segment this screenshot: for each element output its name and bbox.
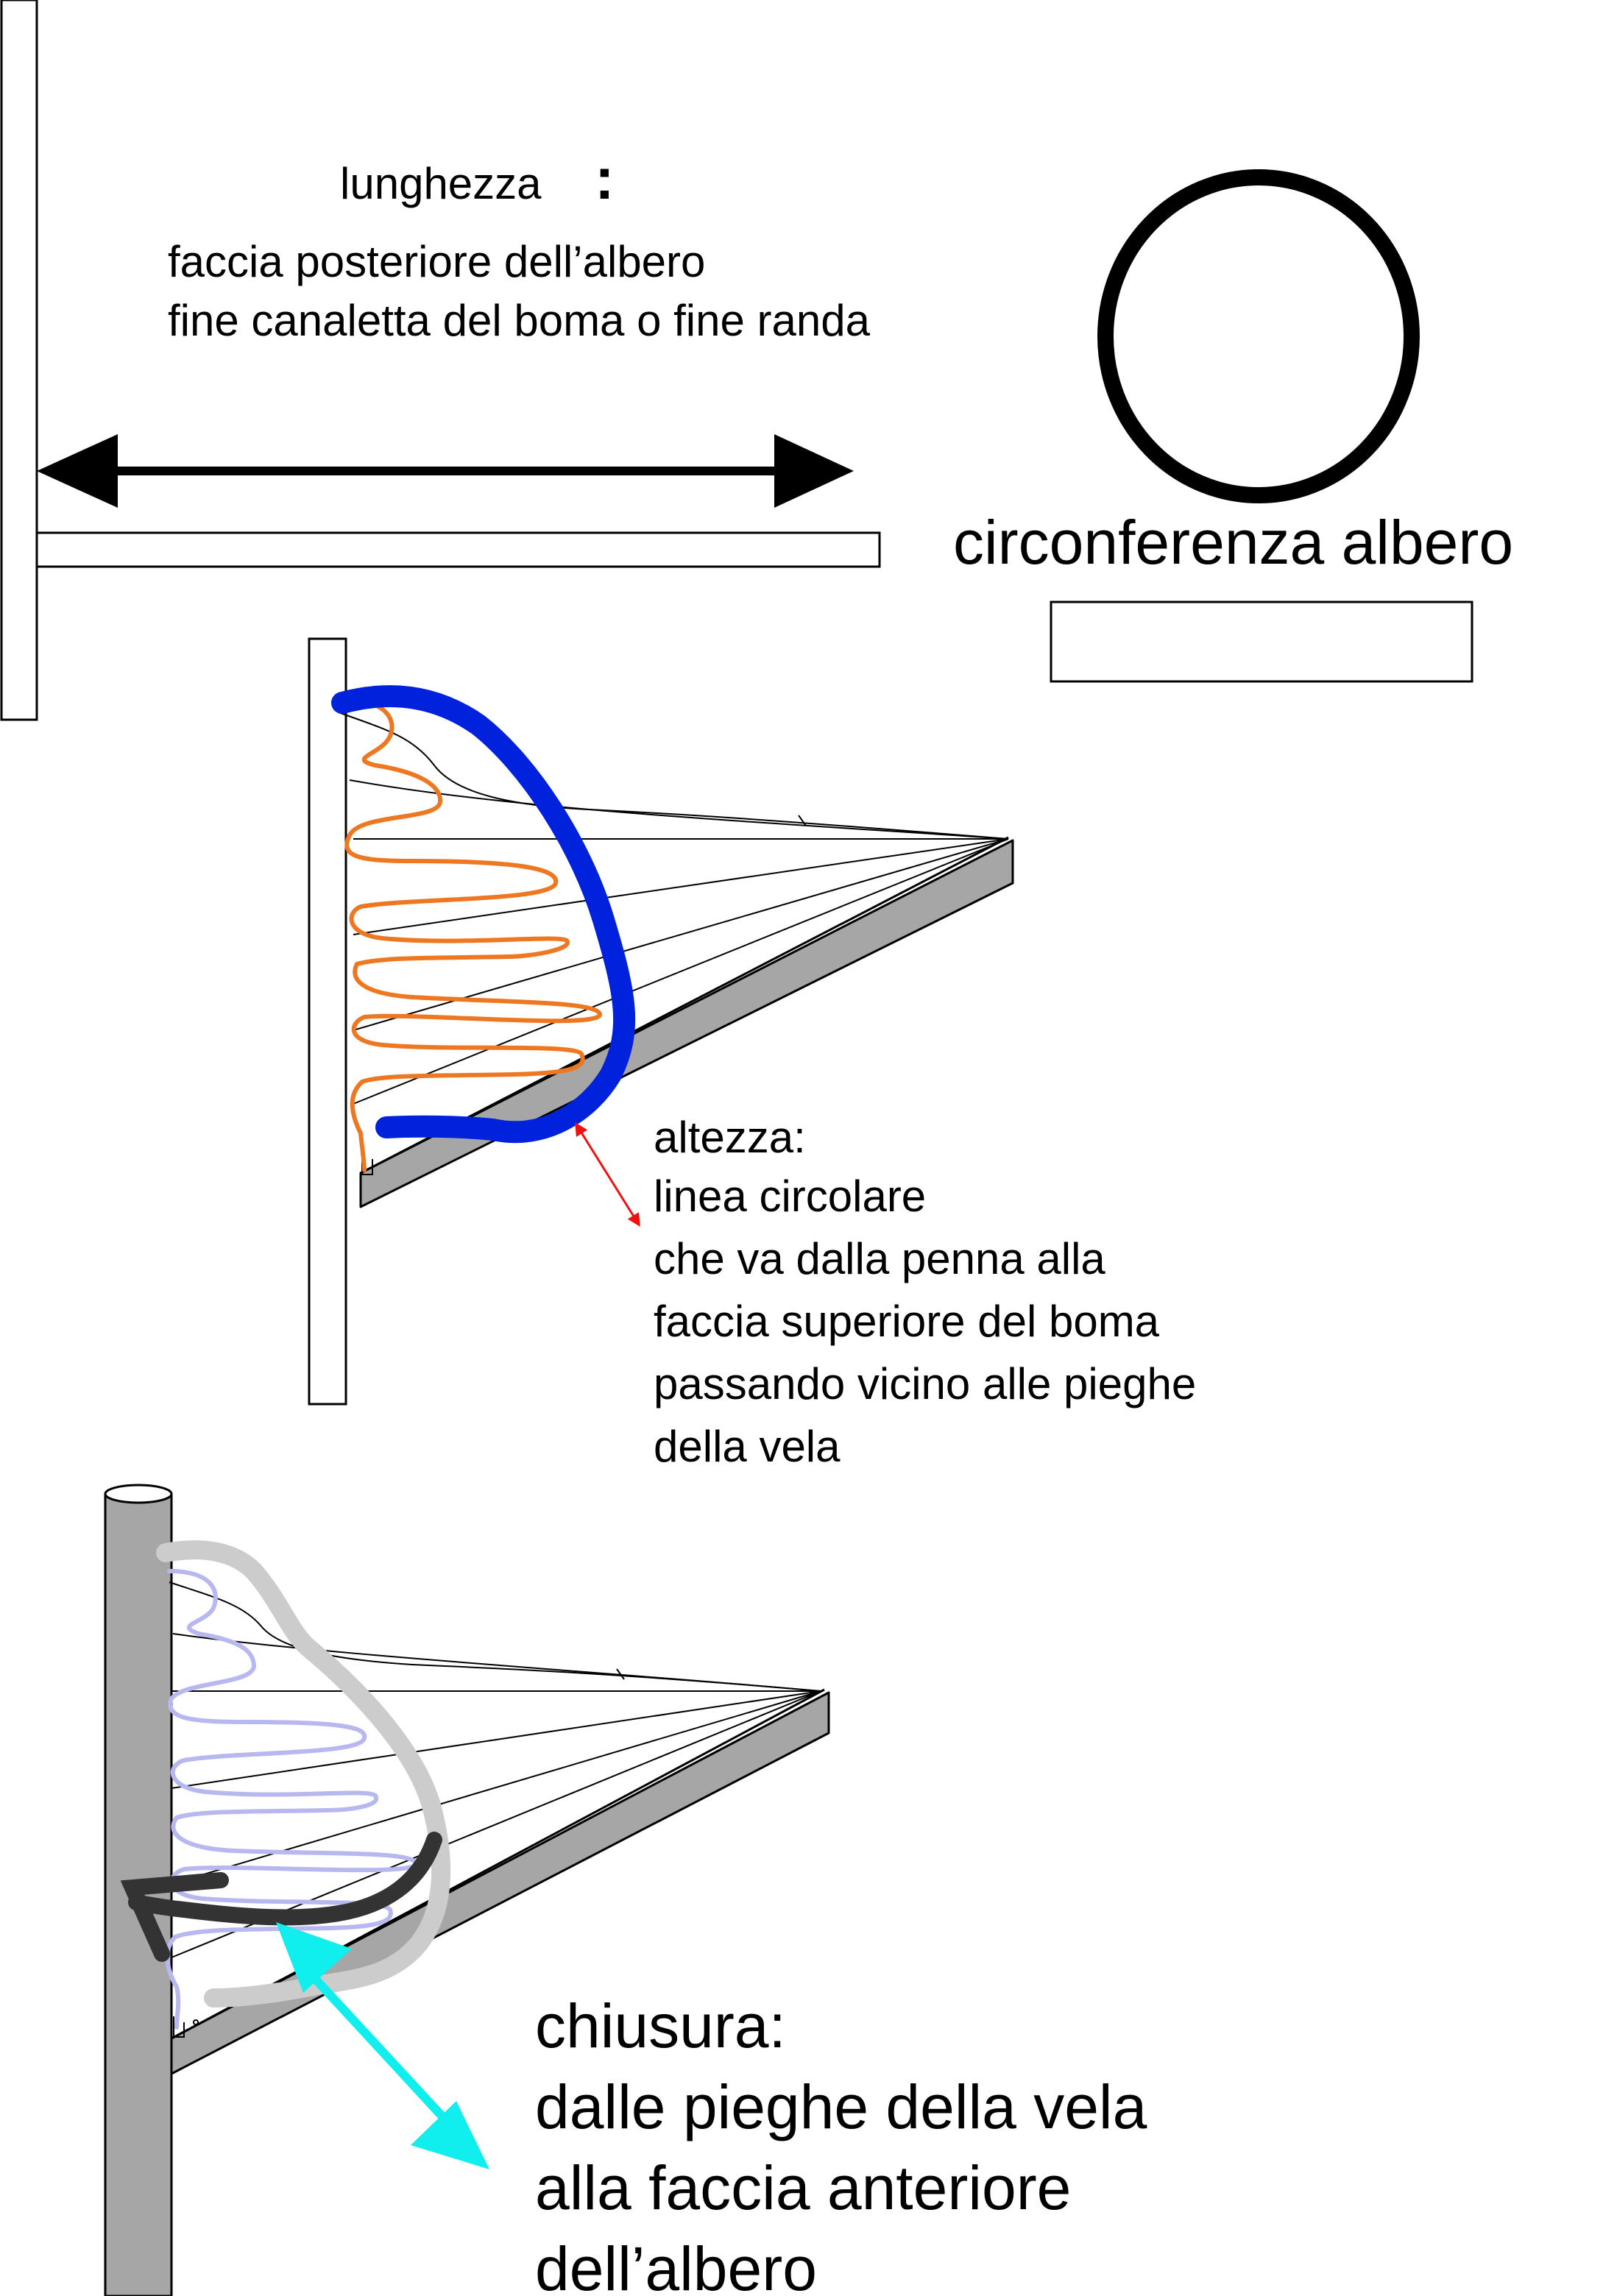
closure-wrap-arrow bbox=[120, 1832, 442, 1962]
height-line-1: linea circolare bbox=[654, 1172, 926, 1221]
mast-circle-icon bbox=[1097, 169, 1420, 503]
length-description-line-2: fine canaletta del boma o fine randa bbox=[168, 296, 871, 345]
length-colon: : bbox=[595, 146, 615, 211]
height-measure-line bbox=[331, 685, 636, 1144]
height-pointer-arrow bbox=[575, 1122, 640, 1227]
closure-sail-outline bbox=[156, 1540, 451, 2008]
height-title: altezza: bbox=[654, 1113, 806, 1162]
circumference-answer-box[interactable] bbox=[1050, 600, 1473, 683]
height-diagram: altezza: linea circolare che va dalla pe… bbox=[308, 637, 1196, 1471]
length-title: lunghezza bbox=[340, 159, 542, 208]
closure-line-2: alla faccia anteriore bbox=[535, 2153, 1071, 2222]
closure-diagram: chiusura: dalle pieghe della vela alla f… bbox=[104, 1484, 1147, 2296]
closure-title: chiusura: bbox=[535, 1991, 786, 2061]
height-line-4: passando vicino alle pieghe bbox=[654, 1359, 1196, 1409]
sail-folds-line-closure bbox=[165, 1569, 419, 2030]
height-line-2: che va dalla penna alla bbox=[654, 1234, 1105, 1283]
closure-line-3: dell’albero bbox=[535, 2234, 817, 2296]
length-description-line-1: faccia posteriore dell’albero bbox=[168, 237, 705, 286]
mast-side-view bbox=[308, 637, 347, 1406]
mast-top-view bbox=[0, 0, 38, 721]
boom-top-view bbox=[35, 531, 881, 568]
circumference-label: circonferenza albero bbox=[953, 508, 1513, 577]
length-double-arrow bbox=[37, 434, 854, 508]
closure-line-1: dalle pieghe della vela bbox=[535, 2072, 1147, 2141]
sail-folds-line bbox=[340, 697, 602, 1172]
circumference-diagram: circonferenza albero bbox=[953, 169, 1513, 683]
closure-measure-arrow bbox=[276, 1922, 489, 2169]
length-diagram: lunghezza : faccia posteriore dell’alber… bbox=[0, 0, 881, 721]
height-line-3: faccia superiore del boma bbox=[654, 1297, 1160, 1346]
height-line-5: della vela bbox=[654, 1422, 841, 1471]
